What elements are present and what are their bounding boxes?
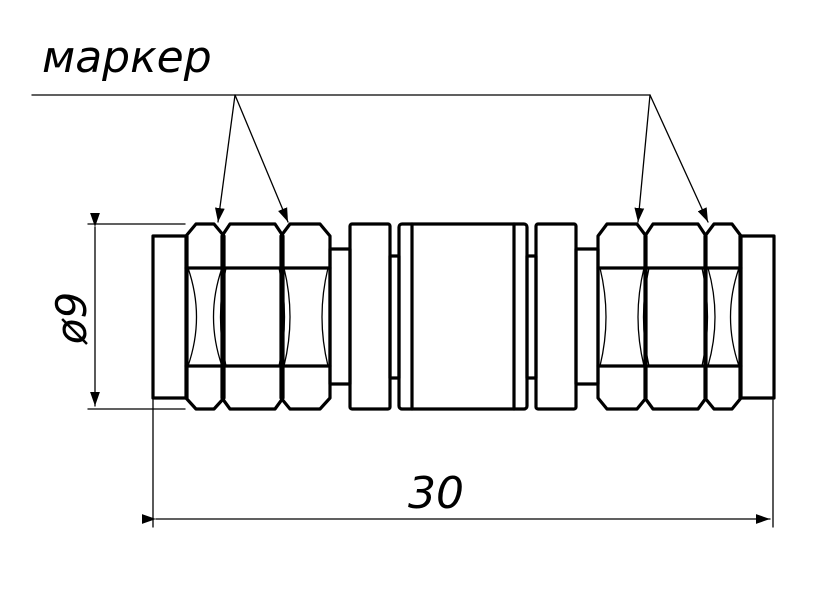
diameter-dimension (87, 213, 186, 410)
left-hex-nut (184, 222, 332, 411)
connector-body (151, 222, 776, 411)
right-end-shank (738, 234, 776, 400)
center-sleeve (397, 222, 529, 411)
marker-label: маркер (42, 32, 212, 83)
right-hex-nut (596, 222, 743, 411)
left-neck (328, 247, 352, 386)
marker-leader (31, 94, 709, 223)
right-neck (574, 247, 600, 386)
length-label: 30 (408, 468, 464, 519)
right-collar (534, 222, 578, 411)
left-collar (348, 222, 392, 411)
diameter-label: ø9 (47, 292, 96, 345)
length-dimension (142, 399, 774, 528)
left-end-shank (151, 234, 189, 400)
